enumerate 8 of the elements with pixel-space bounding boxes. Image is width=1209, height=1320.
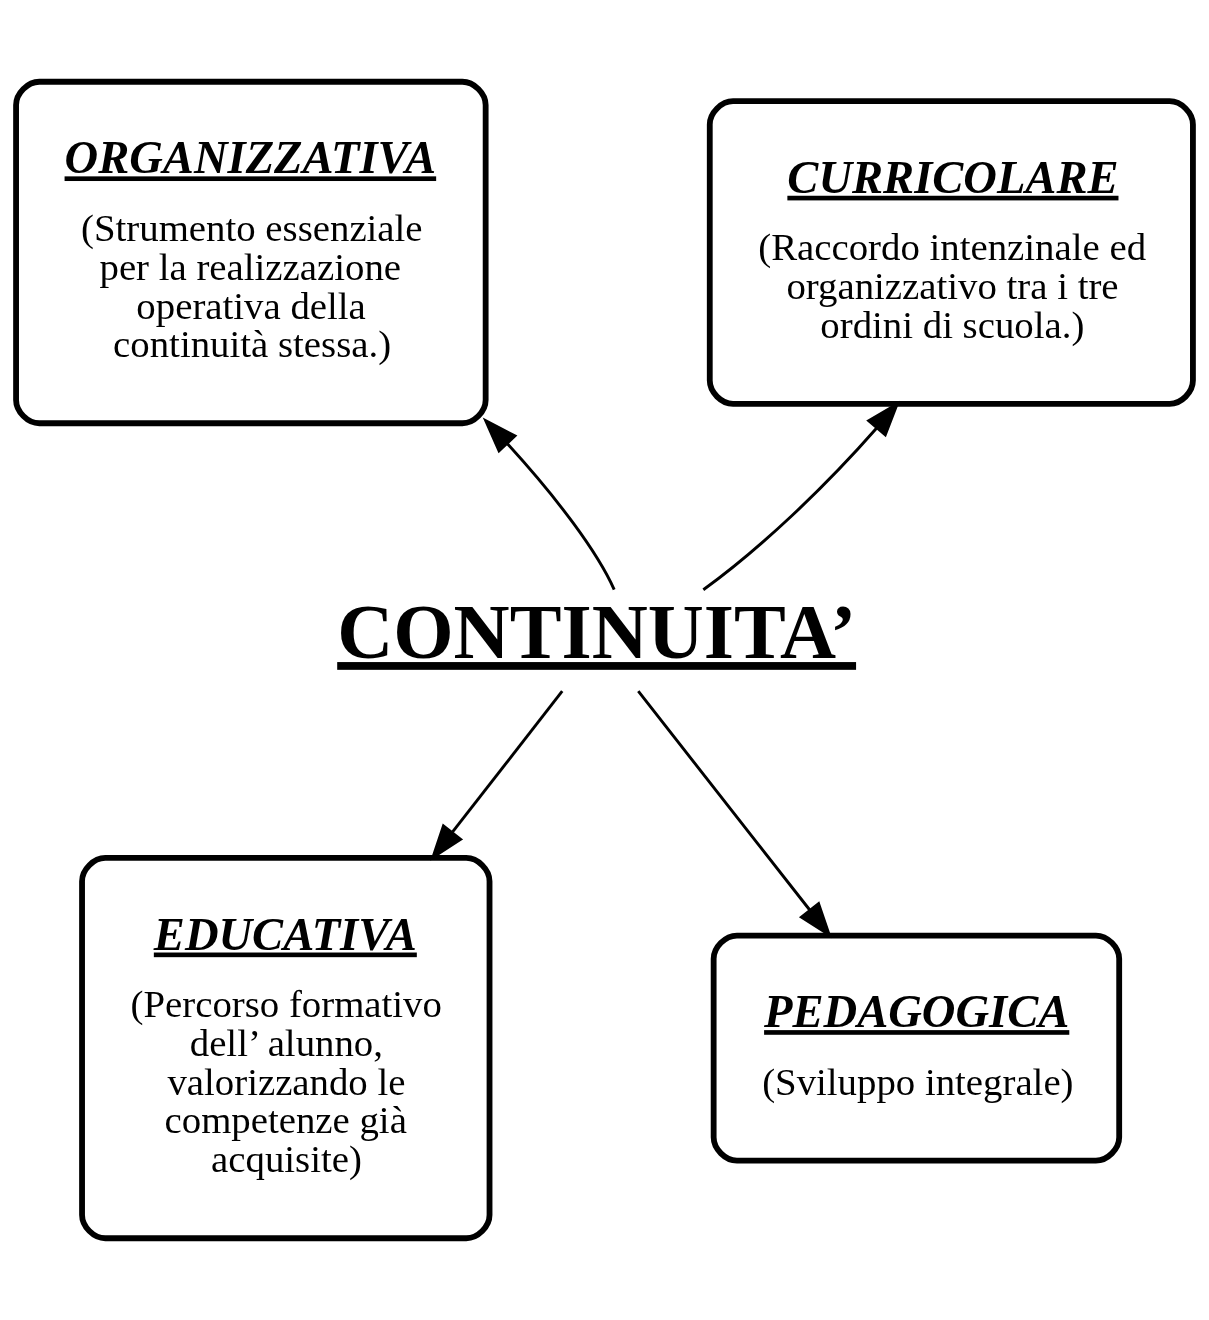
node-box: CURRICOLARE (Raccordo intenzinale ed organizzativo tra i tre ordini di scuola.) (706, 98, 1196, 407)
arrow (430, 690, 564, 861)
node-text: CONTINUITA’ (337, 589, 857, 676)
node-box: PEDAGOGICA (Sviluppo integrale) (710, 932, 1123, 1164)
node-box: ORGANIZZATIVA (Strumento essenziale per la realizzazione operativa della continuità stessa.) (13, 78, 489, 427)
node-box: EDUCATIVA (Percorso formativo dell’ alunno, valorizzando le competenze già acquisite) (79, 855, 493, 1242)
arrow (702, 400, 900, 591)
arrow (482, 417, 616, 591)
